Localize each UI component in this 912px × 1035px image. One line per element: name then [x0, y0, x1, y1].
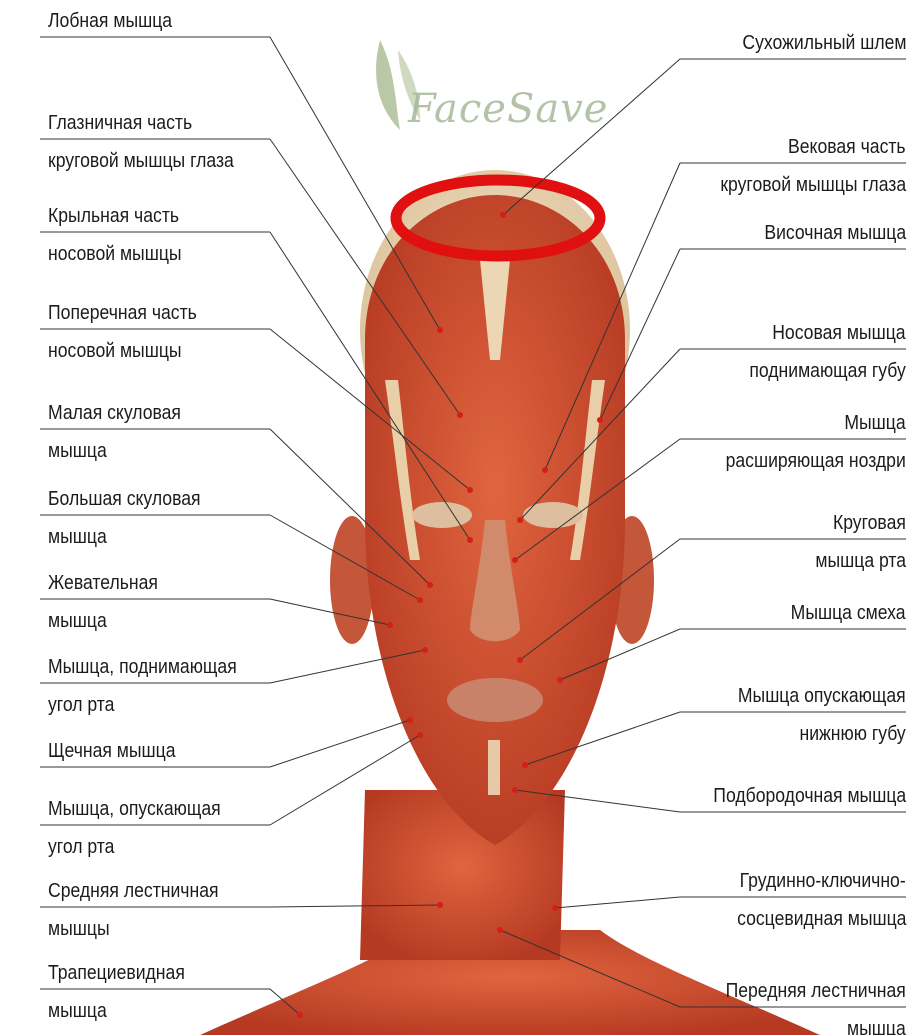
label-zygomatic-major: Большая скуловая — [48, 488, 201, 510]
left-eye — [412, 502, 472, 528]
leader-line — [270, 720, 410, 767]
muscle-marker — [437, 902, 443, 908]
label-alar-part: носовой мышцы — [48, 243, 182, 265]
label-galea: Сухожильный шлем — [742, 32, 906, 54]
label-temporal: Височная мышца — [764, 222, 906, 244]
label-scm: сосцевидная мышца — [737, 908, 906, 930]
label-depressor-labii: нижнюю губу — [800, 723, 906, 745]
muscle-marker — [417, 597, 423, 603]
muscle-marker — [557, 677, 563, 683]
muscle-marker — [552, 905, 558, 911]
muscle-marker — [467, 487, 473, 493]
label-transverse-part: Поперечная часть — [48, 302, 197, 324]
muscle-marker — [467, 537, 473, 543]
muscle-marker — [597, 417, 603, 423]
label-scalene-anterior: мышца — [847, 1018, 906, 1035]
label-palpebral-part: круговой мышцы глаза — [720, 174, 906, 196]
label-depressor-anguli: Мышца, опускающая — [48, 798, 221, 820]
label-depressor-labii: Мышца опускающая — [738, 685, 906, 707]
label-transverse-part: носовой мышцы — [48, 340, 182, 362]
label-zygomatic-minor: мышца — [48, 440, 107, 462]
label-nasal-levator: Носовая мышца — [773, 322, 906, 344]
label-alar-part: Крыльная часть — [48, 205, 179, 227]
label-depressor-anguli: угол рта — [48, 836, 114, 858]
muscle-marker — [437, 327, 443, 333]
muscle-marker — [497, 927, 503, 933]
label-buccinator: Щечная мышца — [48, 740, 176, 762]
logo-leaf — [376, 40, 400, 130]
label-nostril-dilator: Мышца — [845, 412, 906, 434]
muscle-marker — [522, 762, 528, 768]
label-mentalis: Подбородочная мышца — [713, 785, 906, 807]
label-risorius: Мышца смеха — [791, 602, 906, 624]
label-masseter: мышца — [48, 610, 107, 632]
label-nasal-levator: поднимающая губу — [750, 360, 906, 382]
leader-line — [503, 59, 680, 215]
muscle-marker — [422, 647, 428, 653]
label-orbicularis-oris: Круговая — [833, 512, 906, 534]
label-orbicularis-oris: мышца рта — [815, 550, 906, 572]
label-trapezius: Трапециевидная — [48, 962, 185, 984]
muscle-marker — [387, 622, 393, 628]
right-eye — [523, 502, 583, 528]
leader-line — [270, 37, 440, 330]
muscle-marker — [297, 1012, 303, 1018]
muscle-marker — [517, 517, 523, 523]
label-masseter: Жевательная — [48, 572, 158, 594]
leader-line — [555, 897, 680, 908]
lips — [447, 678, 543, 722]
label-zygomatic-minor: Малая скуловая — [48, 402, 181, 424]
chin-tendon — [488, 740, 500, 795]
label-scalene-anterior: Передняя лестничная — [726, 980, 906, 1002]
label-levator-anguli: Мышца, поднимающая — [48, 656, 237, 678]
muscle-marker — [542, 467, 548, 473]
label-scalene-middle: мышцы — [48, 918, 110, 940]
label-scalene-middle: Средняя лестничная — [48, 880, 219, 902]
muscle-marker — [500, 212, 506, 218]
label-orbital-part: круговой мышцы глаза — [48, 150, 234, 172]
label-trapezius: мышца — [48, 1000, 107, 1022]
muscle-marker — [512, 787, 518, 793]
muscle-marker — [417, 732, 423, 738]
brand-logo: FaceSave — [408, 86, 608, 132]
muscle-marker — [512, 557, 518, 563]
label-palpebral-part: Вековая часть — [788, 136, 906, 158]
muscle-marker — [517, 657, 523, 663]
label-frontal: Лобная мышца — [48, 10, 172, 32]
label-zygomatic-major: мышца — [48, 526, 107, 548]
label-nostril-dilator: расширяющая ноздри — [726, 450, 906, 472]
label-levator-anguli: угол рта — [48, 694, 114, 716]
muscle-marker — [427, 582, 433, 588]
muscle-marker — [457, 412, 463, 418]
label-orbital-part: Глазничная часть — [48, 112, 192, 134]
label-scm: Грудинно-ключично- — [740, 870, 906, 892]
muscle-marker — [407, 717, 413, 723]
